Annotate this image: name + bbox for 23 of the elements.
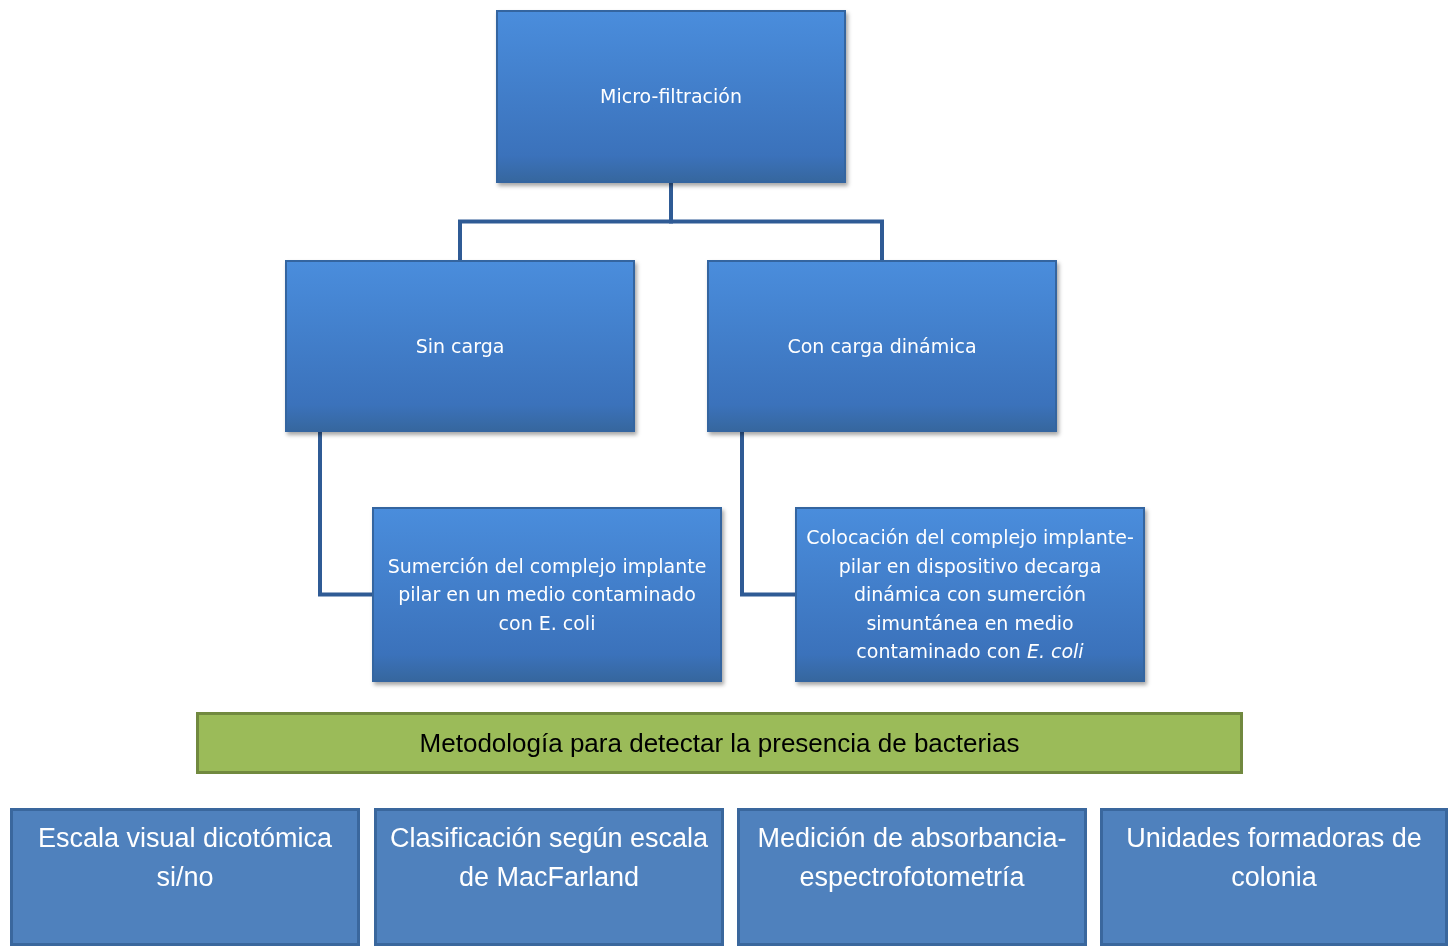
process-box <box>707 260 1057 432</box>
box-text: Unidades formadoras de colonia <box>1125 822 1423 895</box>
box-text: Colocación del complejo implante-pilar en dispositivo decarga dinámica con sumerción simuntánea en medio contaminado con E. coli <box>805 525 1135 665</box>
box-text: Micro-filtración <box>600 84 742 110</box>
process-box <box>496 10 846 183</box>
process-box <box>372 507 722 682</box>
box-text: Sin carga <box>415 333 505 359</box>
process-box <box>795 507 1145 682</box>
box-text: Sumerción del complejo implante pilar en un medio contaminado con E. coli <box>386 553 708 636</box>
process-box <box>285 260 635 432</box>
connector-line <box>669 183 884 260</box>
connector-line <box>740 432 795 597</box>
process-box <box>737 808 1087 946</box>
box-text: Escala visual dicotómica si/no <box>36 822 334 895</box>
heading-bar <box>196 712 1243 774</box>
box-text: Medición de absorbancia-espectrofotometría <box>756 822 1068 895</box>
connector-line <box>318 432 372 597</box>
process-box <box>10 808 360 946</box>
box-text: Clasificación según escala de MacFarland <box>388 822 710 895</box>
process-box <box>1100 808 1448 946</box>
process-box <box>374 808 724 946</box>
box-text: Con carga dinámica <box>787 333 977 359</box>
box-text: Metodología para detectar la presencia de bacterias <box>419 727 1020 759</box>
